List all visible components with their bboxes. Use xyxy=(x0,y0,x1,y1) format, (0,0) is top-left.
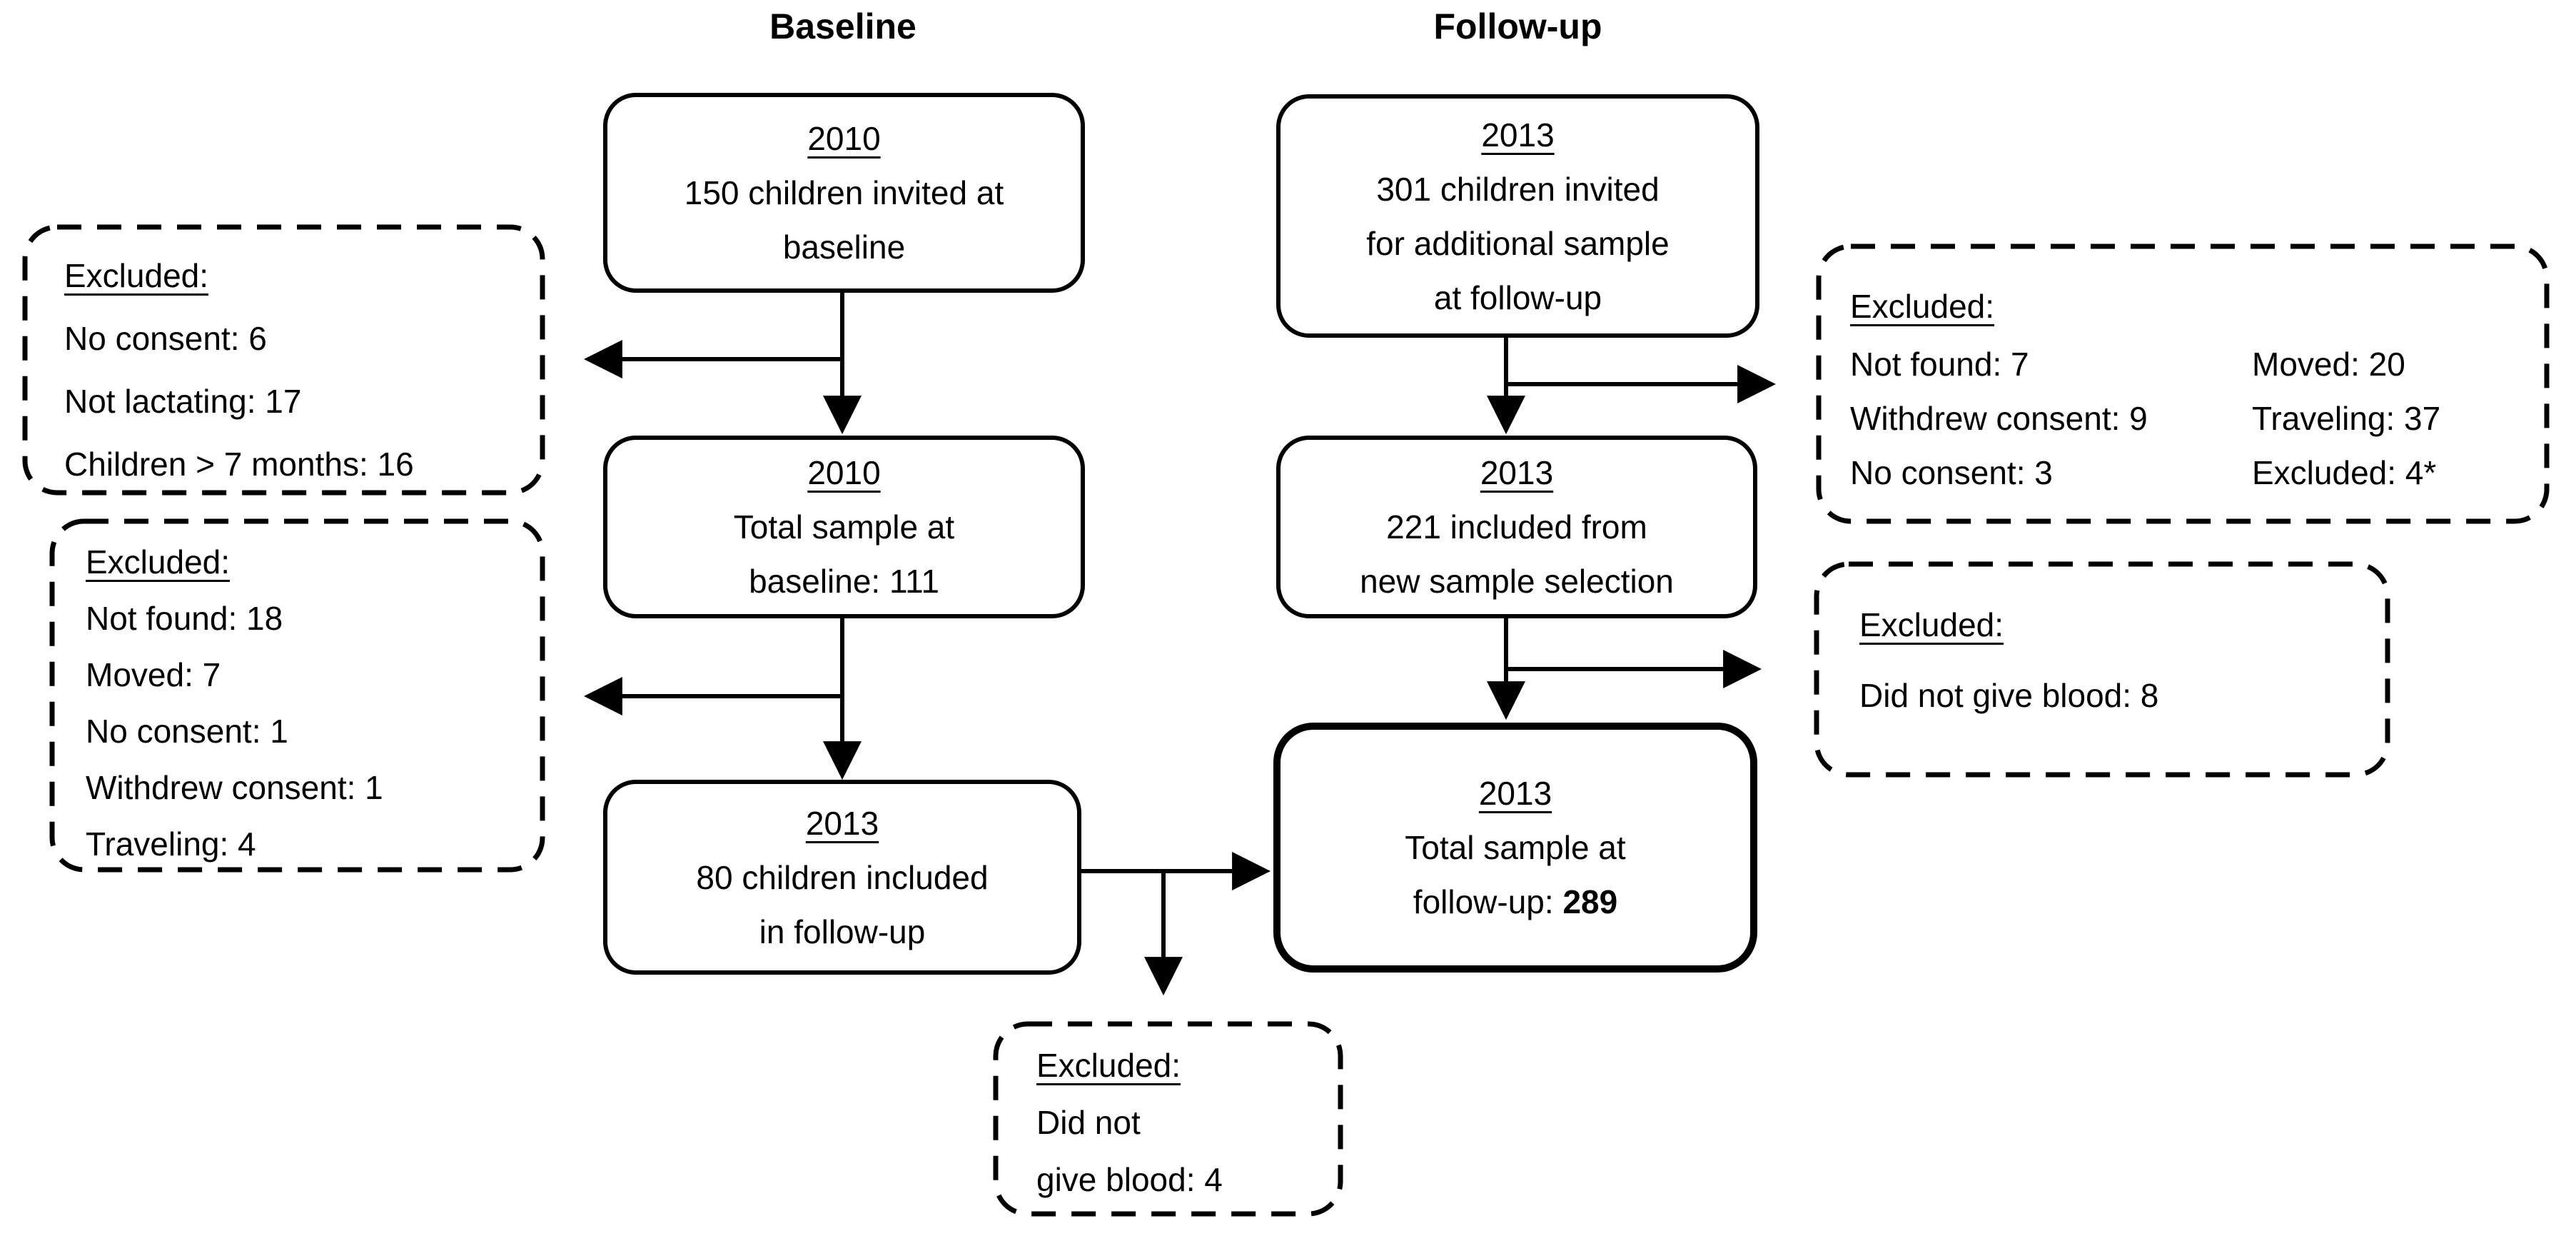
box-text-line: 301 children invited xyxy=(1376,170,1660,208)
box-year-label: 2013 xyxy=(1480,454,1554,491)
excluded-line: Did not give blood: 8 xyxy=(1859,677,2159,714)
baseline-column-header: Baseline xyxy=(769,6,916,46)
excluded-right2-border xyxy=(1814,561,2390,778)
box-text-line: for additional sample xyxy=(1366,224,1670,262)
excluded-right1-border xyxy=(1816,243,2550,524)
excluded-left2: Excluded: Not found: 18 Moved: 7 No cons… xyxy=(86,534,528,873)
followup-column-header: Follow-up xyxy=(1433,6,1602,46)
excluded-line: give blood: 4 xyxy=(1036,1161,1223,1198)
excluded-right2: Did not give blood: 8 xyxy=(1859,665,2373,725)
box-text-line: 150 children invited at xyxy=(684,174,1004,211)
excluded-right1-col1: Not found: 7 Withdrew consent: 9 No cons… xyxy=(1850,337,2250,500)
excluded-title: Excluded: xyxy=(64,257,209,294)
excluded-line: No consent: 6 xyxy=(64,320,267,357)
box-2010-invited: 2010 150 children invited at baseline xyxy=(603,93,1085,293)
box-text-line: Total sample at xyxy=(733,508,955,546)
excluded-title: Excluded: xyxy=(86,543,231,581)
box-2013-included-followup: 2013 80 children included in follow-up xyxy=(603,780,1081,975)
excluded-title: Excluded: xyxy=(1036,1047,1181,1084)
excluded-line: Moved: 20 xyxy=(2252,346,2405,383)
excluded-line: Not lactating: 17 xyxy=(64,383,302,420)
excluded-left1: Excluded: No consent: 6 Not lactating: 1… xyxy=(64,244,521,496)
excluded-line: Withdrew consent: 1 xyxy=(86,769,383,806)
box-year-label: 2010 xyxy=(807,120,881,157)
excluded-line: Did not xyxy=(1036,1104,1141,1141)
excluded-line: Withdrew consent: 9 xyxy=(1850,400,2148,437)
excluded-right1-col2: Moved: 20 Traveling: 37 Excluded: 4* xyxy=(2252,337,2537,500)
excluded-line: Traveling: 37 xyxy=(2252,400,2441,437)
excluded-line: Traveling: 4 xyxy=(86,825,256,863)
box-text-line: in follow-up xyxy=(759,913,926,950)
box-text-line: new sample selection xyxy=(1360,563,1674,600)
excluded-right1-title: Excluded: xyxy=(1850,288,1995,325)
excluded-line: No consent: 1 xyxy=(86,713,288,750)
box-year-label: 2013 xyxy=(1481,116,1555,154)
box-year-label: 2010 xyxy=(807,454,881,491)
box-text-line: follow-up: 289 xyxy=(1413,875,1617,929)
excluded-line: Moved: 7 xyxy=(86,656,221,693)
box-2010-total-sample: 2010 Total sample at baseline: 111 xyxy=(603,436,1085,618)
excluded-line: Not found: 7 xyxy=(1850,346,2029,383)
excluded-right2-title: Excluded: xyxy=(1859,606,2004,643)
box-text-line: baseline: 111 xyxy=(749,563,939,600)
followup-total-count: 289 xyxy=(1562,883,1618,920)
box-text-line: 80 children included xyxy=(696,858,989,896)
excluded-line: Children > 7 months: 16 xyxy=(64,446,414,483)
box-text-line: baseline xyxy=(782,228,906,266)
excluded-left1-border xyxy=(22,224,545,496)
box-year-label: 2013 xyxy=(1478,775,1552,812)
excluded-left2-border xyxy=(49,518,545,873)
excluded-bottom: Excluded: Did not give blood: 4 xyxy=(1036,1037,1336,1208)
box-text-line: Total sample at xyxy=(1405,829,1626,866)
excluded-bottom-border xyxy=(993,1021,1343,1217)
excluded-line: Excluded: 4* xyxy=(2252,454,2437,491)
followup-total-prefix: follow-up: xyxy=(1413,883,1563,920)
excluded-line: No consent: 3 xyxy=(1850,454,2053,491)
box-text-line: 221 included from xyxy=(1386,508,1647,546)
excluded-line: Not found: 18 xyxy=(86,600,283,637)
box-text-line: at follow-up xyxy=(1433,278,1602,316)
box-2013-invited-additional: 2013 301 children invited for additional… xyxy=(1276,94,1759,338)
box-2013-total-followup: 2013 Total sample at follow-up: 289 xyxy=(1273,723,1757,973)
box-year-label: 2013 xyxy=(805,804,879,842)
box-2013-new-sample: 2013 221 included from new sample select… xyxy=(1276,436,1757,618)
